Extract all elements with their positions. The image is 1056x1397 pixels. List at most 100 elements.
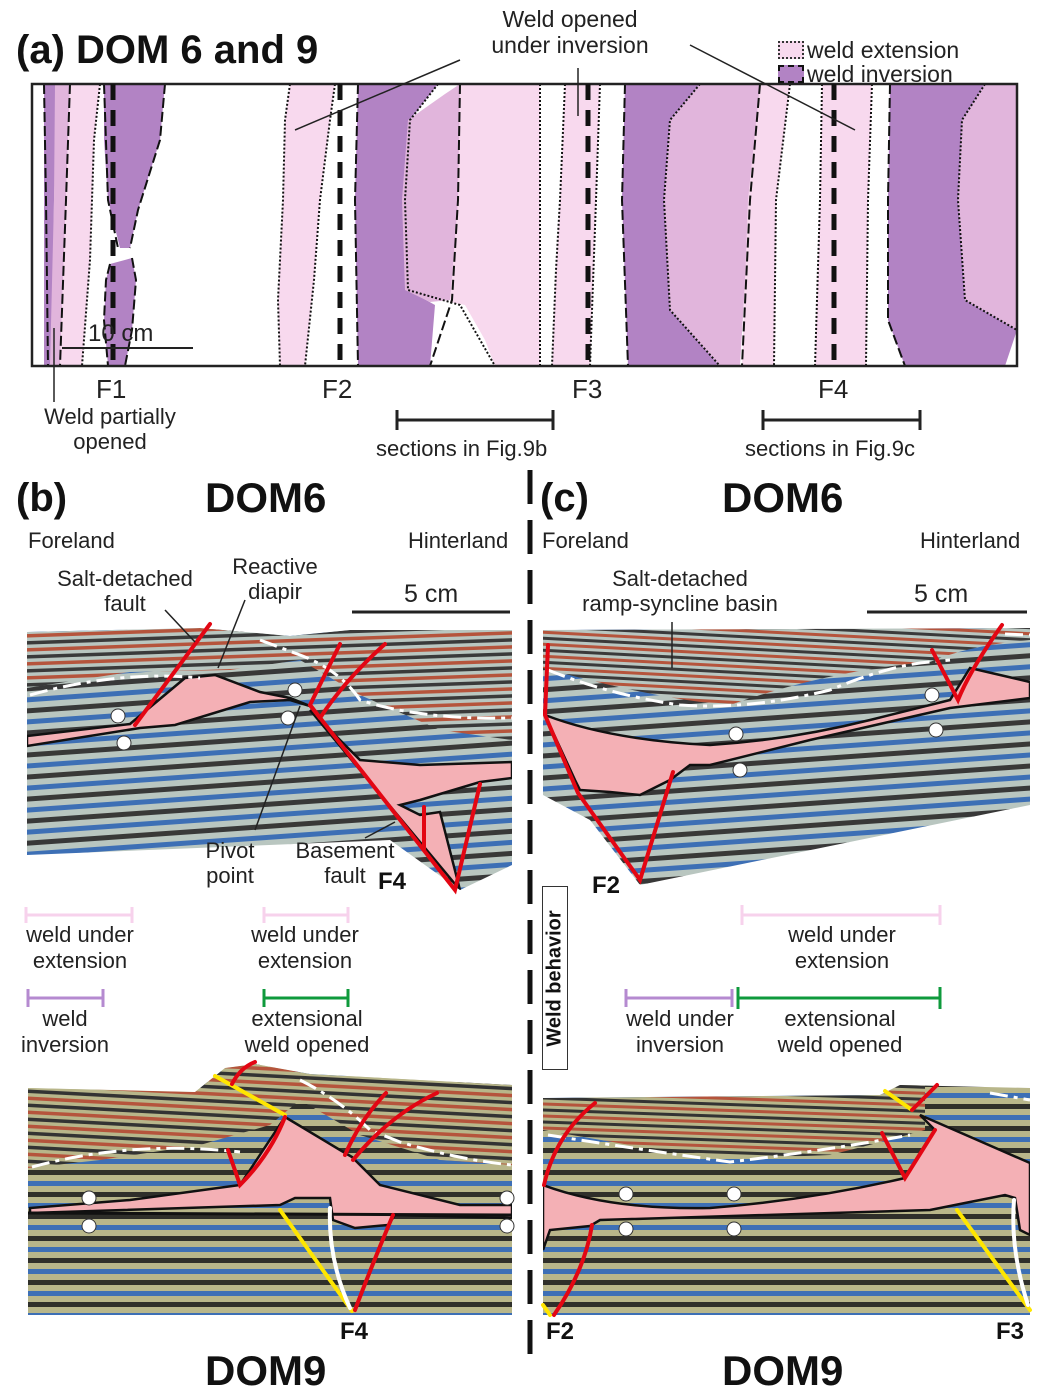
marker-point xyxy=(110,708,126,724)
hinterland-label: Hinterland xyxy=(920,528,1021,553)
annotation-line: weld opened xyxy=(777,1032,903,1058)
marker-point xyxy=(732,762,748,778)
panel-c-bottom-title: DOM9 xyxy=(722,1347,844,1394)
panel-b-bottom-title: DOM9 xyxy=(205,1347,327,1394)
annotation-line: extensional xyxy=(251,1006,363,1031)
weld-behavior-label: weld under extension xyxy=(240,922,370,975)
annotation-weld-opened: Weld opened under inversion xyxy=(470,6,670,59)
marker-point xyxy=(618,1221,634,1237)
scale-label-b: 5 cm xyxy=(404,580,459,608)
map-region-extension-f2b xyxy=(450,84,540,366)
foreland-label: Foreland xyxy=(542,528,629,553)
weld-bar-inversion xyxy=(26,989,105,1007)
fault-red xyxy=(552,1223,594,1317)
section-c-dom9 xyxy=(541,1083,1032,1317)
map-region-extension-mid-f2 xyxy=(402,84,460,302)
fault-yellow xyxy=(883,1089,914,1112)
marker-point xyxy=(726,1186,742,1202)
fault-label-b-bottom-f4: F4 xyxy=(340,1318,369,1345)
fault-white xyxy=(1011,1198,1030,1307)
panel-a-map xyxy=(30,44,1019,430)
section-bars xyxy=(395,410,922,430)
legend-item-extension: weld extension xyxy=(778,37,959,63)
weld-behavior-label: weld under extension xyxy=(15,922,145,975)
legend-swatch-inversion xyxy=(778,65,804,83)
foreland-label: Foreland xyxy=(28,528,115,553)
weld-bar-extension xyxy=(740,905,942,925)
annotation-line: diapir xyxy=(248,579,302,605)
panel-a-title: (a) DOM 6 and 9 xyxy=(16,28,319,72)
weld-behavior-label: weld inversion xyxy=(15,1006,115,1059)
fault-red xyxy=(226,1115,287,1189)
marker-point xyxy=(81,1218,97,1234)
fault-red xyxy=(133,622,212,727)
weld-bar-opened xyxy=(262,989,350,1007)
weld-behavior-label: weld under extension xyxy=(772,922,912,975)
annotation-line: Salt-detached xyxy=(612,566,748,591)
annotation-line: extension xyxy=(257,948,353,974)
weld-behavior-label: extensional weld opened xyxy=(232,1006,382,1059)
leader-line xyxy=(294,59,461,131)
annotation-basement-fault: Basement fault xyxy=(285,838,405,889)
fault-white xyxy=(327,1206,352,1310)
annotation-line: weld under xyxy=(26,922,134,947)
annotation-line: Pivot xyxy=(205,838,255,863)
weld-bar-extension xyxy=(262,907,350,923)
fault-label-f4: F4 xyxy=(818,374,849,404)
fault-yellow xyxy=(213,1074,287,1117)
marker-point xyxy=(924,687,940,703)
fault-yellow xyxy=(278,1208,354,1313)
annotation-line: Basement xyxy=(295,838,395,863)
annotation-line: weld xyxy=(42,1006,88,1031)
annotation-weld-partially: Weld partially opened xyxy=(20,404,200,455)
fault-label-c-bottom-f2: F2 xyxy=(546,1318,575,1345)
leader-line xyxy=(689,44,856,131)
hinterland-label: Hinterland xyxy=(408,528,509,553)
sections-label-9c: sections in Fig.9c xyxy=(745,436,915,461)
marker-point xyxy=(287,682,303,698)
fault-yellow xyxy=(955,1208,1032,1312)
scale-label-10cm: 10 cm xyxy=(88,320,154,347)
annotation-line: Weld partially xyxy=(44,404,176,429)
marker-point xyxy=(116,735,132,751)
fault-label-b-top-f4: F4 xyxy=(378,868,407,895)
map-region-inversion-f3 xyxy=(622,84,720,366)
fault-red xyxy=(230,1060,257,1086)
weld-bar-inversion xyxy=(624,989,734,1007)
annotation-line: Reactive xyxy=(232,554,318,579)
weld-bar-opened xyxy=(736,987,942,1009)
weld-behavior-label: extensional weld opened xyxy=(765,1006,915,1059)
marker-point xyxy=(726,1221,742,1237)
fault-label-c-bottom-f3: F3 xyxy=(996,1318,1025,1345)
annotation-basin: Salt-detached ramp-syncline basin xyxy=(555,566,805,617)
weld-behavior-bars-c xyxy=(624,905,942,1009)
section-b-dom6 xyxy=(27,599,512,895)
map-region-inversion-f1-lower xyxy=(104,258,136,366)
fault-yellow xyxy=(541,1303,552,1317)
annotation-line: weld opened xyxy=(244,1032,370,1058)
panel-c-label: (c) xyxy=(540,476,589,520)
annotation-line: extension xyxy=(32,948,128,974)
annotation-line: Salt-detached xyxy=(57,566,193,591)
weld-behavior-bars-b xyxy=(24,907,350,1007)
sections-label-9b: sections in Fig.9b xyxy=(376,436,548,461)
salt-body xyxy=(27,673,311,748)
fault-red xyxy=(542,1101,597,1187)
annotation-line: inversion xyxy=(20,1032,110,1058)
fault-label-c-top-f2: F2 xyxy=(592,872,621,899)
map-region-extension-f2 xyxy=(278,84,335,366)
annotation-line: under inversion xyxy=(491,32,649,59)
panel-c-top-title: DOM6 xyxy=(722,474,844,521)
map-region-extension-mid-f3 xyxy=(664,84,760,366)
annotation-line: fault xyxy=(104,591,146,617)
fault-lines xyxy=(110,84,837,366)
panel-divider xyxy=(527,470,533,1370)
weld-behavior-label: weld under inversion xyxy=(615,1006,745,1059)
annotation-line: extensional xyxy=(784,1006,896,1031)
map-region-inversion-f1 xyxy=(104,84,165,248)
legend-swatch-extension xyxy=(778,41,804,59)
annotation-line: fault xyxy=(324,863,366,889)
annotation-line: inversion xyxy=(635,1032,725,1058)
annotation-reactive-diapir: Reactive diapir xyxy=(215,554,335,605)
salt-body xyxy=(28,1115,512,1230)
